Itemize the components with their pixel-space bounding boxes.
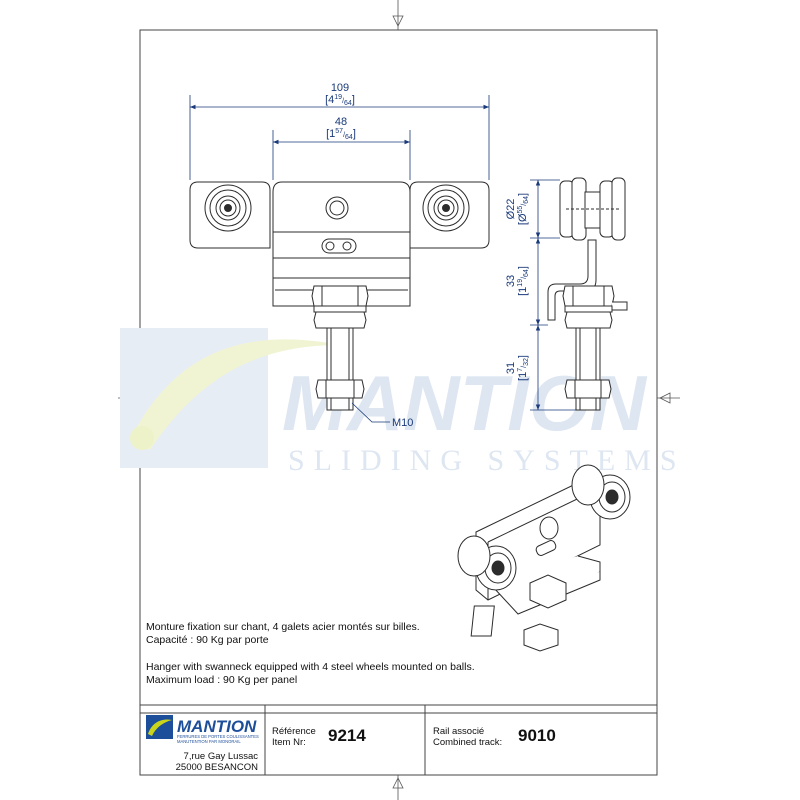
watermark: MANTION SLIDING SYSTEMS	[120, 328, 686, 477]
reference-label-en: Item Nr:	[272, 737, 306, 748]
rail-labels: Rail associé Combined track:	[433, 726, 502, 748]
dim-body-mm: 48	[335, 116, 347, 128]
body-bolt-hole	[325, 196, 349, 220]
description-french: Monture fixation sur chant, 4 galets aci…	[146, 621, 420, 647]
side-wheels	[559, 177, 626, 241]
iso-wheel-back-right	[571, 464, 605, 506]
logo-tagline-1: FERRURES DE PORTES COULISSANTES	[177, 734, 259, 739]
front-view	[189, 181, 490, 411]
mantion-logo: MANTION FERRURES DE PORTES COULISSANTES …	[146, 715, 259, 744]
logo-tagline-2: MANUTENTION PAR MONORAIL	[177, 739, 241, 744]
left-wheel-plate	[189, 181, 271, 249]
right-wheel	[422, 184, 470, 232]
description-en-line1: Hanger with swanneck equipped with 4 ste…	[146, 661, 475, 673]
title-block-frame	[140, 704, 657, 775]
dim-overall-inch: [419/64]	[325, 94, 355, 107]
reference-labels: Référence Item Nr:	[272, 726, 316, 748]
iso-nut	[529, 574, 567, 609]
dim-neck-mm: 33	[505, 275, 517, 287]
upper-nut	[311, 285, 369, 307]
rail-value: 9010	[518, 726, 556, 745]
iso-rod	[470, 605, 495, 637]
dim-overall-mm: 109	[331, 82, 349, 94]
description-en-line2: Maximum load : 90 Kg per panel	[146, 674, 298, 686]
watermark-dot	[130, 426, 154, 450]
isometric-view	[457, 464, 631, 652]
dim-bolt-inch: [17/32]	[517, 355, 530, 381]
dim-body-inch: [157/64]	[326, 128, 356, 141]
dim-bolt-mm: 31	[505, 362, 517, 374]
logo-brand: MANTION	[177, 717, 257, 736]
rail-label-en: Combined track:	[433, 737, 503, 748]
central-body	[272, 181, 411, 259]
side-view	[547, 177, 628, 411]
reference-value: 9214	[328, 726, 366, 745]
left-wheel	[204, 184, 252, 232]
company-address: 7,rue Gay Lussac 25000 BESANCON	[150, 751, 258, 773]
dim-thread: M10	[392, 417, 413, 429]
side-upper-nut	[562, 285, 615, 307]
description-english: Hanger with swanneck equipped with 4 ste…	[146, 661, 475, 687]
address-line1: 7,rue Gay Lussac	[183, 751, 258, 762]
dim-neck-inch: [119/64]	[517, 266, 530, 296]
address-line2: 25000 BESANCON	[175, 762, 258, 773]
iso-wheel-back-left	[457, 535, 491, 577]
description-fr-line1: Monture fixation sur chant, 4 galets aci…	[146, 621, 420, 633]
watermark-tagline: SLIDING SYSTEMS	[288, 444, 686, 477]
dim-wheel-mm: Ø22	[505, 199, 517, 220]
dim-wheel-inch: [Ø55/64]	[517, 193, 530, 225]
reference-label-fr: Référence	[272, 726, 316, 737]
rail-label-fr: Rail associé	[433, 726, 485, 737]
body-slot	[321, 238, 357, 254]
dimensions	[189, 95, 576, 423]
lower-nut	[315, 379, 365, 399]
description-fr-line2: Capacité : 90 Kg par porte	[146, 634, 269, 646]
side-lower-nut	[564, 379, 612, 399]
